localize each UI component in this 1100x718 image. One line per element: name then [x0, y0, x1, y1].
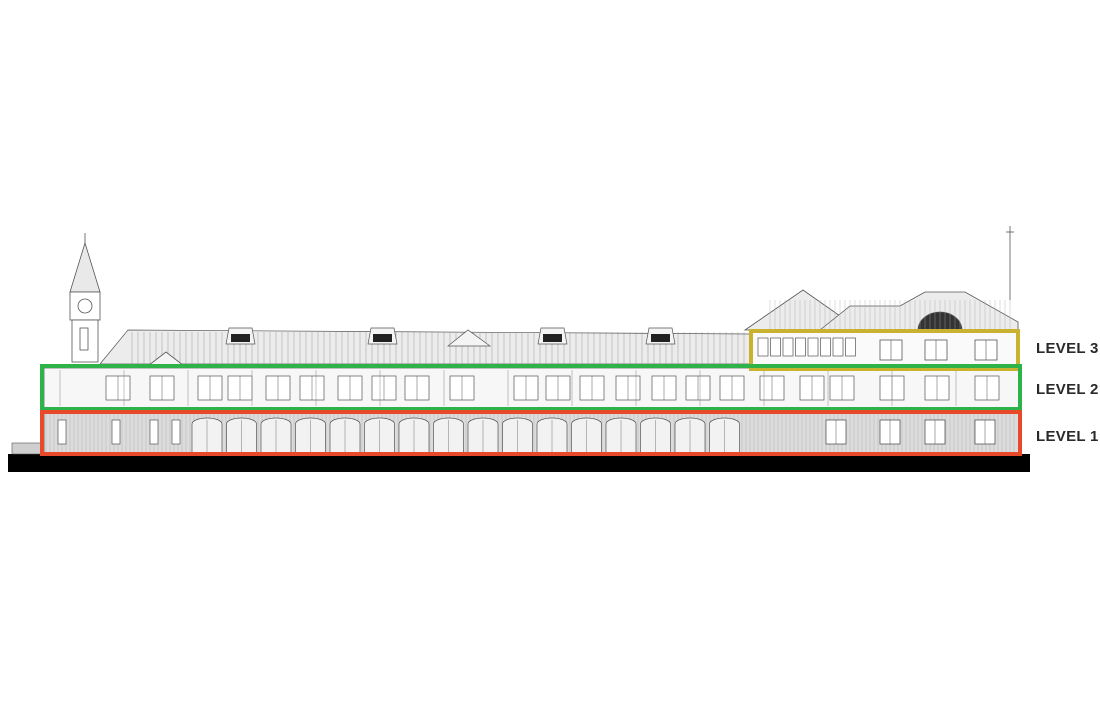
level-3-windows — [757, 337, 998, 361]
level-3-label: LEVEL 3 — [1036, 340, 1099, 357]
window — [795, 337, 806, 357]
window — [820, 337, 831, 357]
dormer-window — [651, 334, 670, 342]
window — [770, 337, 781, 357]
dormer-window — [543, 334, 562, 342]
window — [832, 337, 844, 357]
window — [807, 337, 819, 357]
roof-dormers — [225, 327, 676, 347]
window — [782, 337, 794, 357]
level-2-windows — [59, 370, 1000, 406]
main-roof — [99, 329, 751, 365]
level-1-windows — [57, 417, 996, 452]
window — [845, 337, 856, 357]
level-2-label: LEVEL 2 — [1036, 381, 1099, 398]
level-1-outline — [40, 410, 1022, 456]
pavilion-roofs — [743, 226, 1019, 331]
center-gable — [447, 329, 492, 347]
window — [111, 419, 121, 445]
ground-slab — [8, 454, 1030, 472]
window — [149, 419, 159, 445]
window — [57, 419, 67, 445]
clock-face — [77, 298, 93, 314]
dormer-window — [373, 334, 392, 342]
window — [171, 419, 181, 445]
level-3-outline — [749, 329, 1020, 371]
level-2-outline — [40, 364, 1022, 411]
entry-step — [11, 442, 45, 455]
window — [757, 337, 769, 357]
clock-tower — [69, 233, 101, 363]
dormer-window — [231, 334, 250, 342]
level-1-label: LEVEL 1 — [1036, 428, 1099, 445]
